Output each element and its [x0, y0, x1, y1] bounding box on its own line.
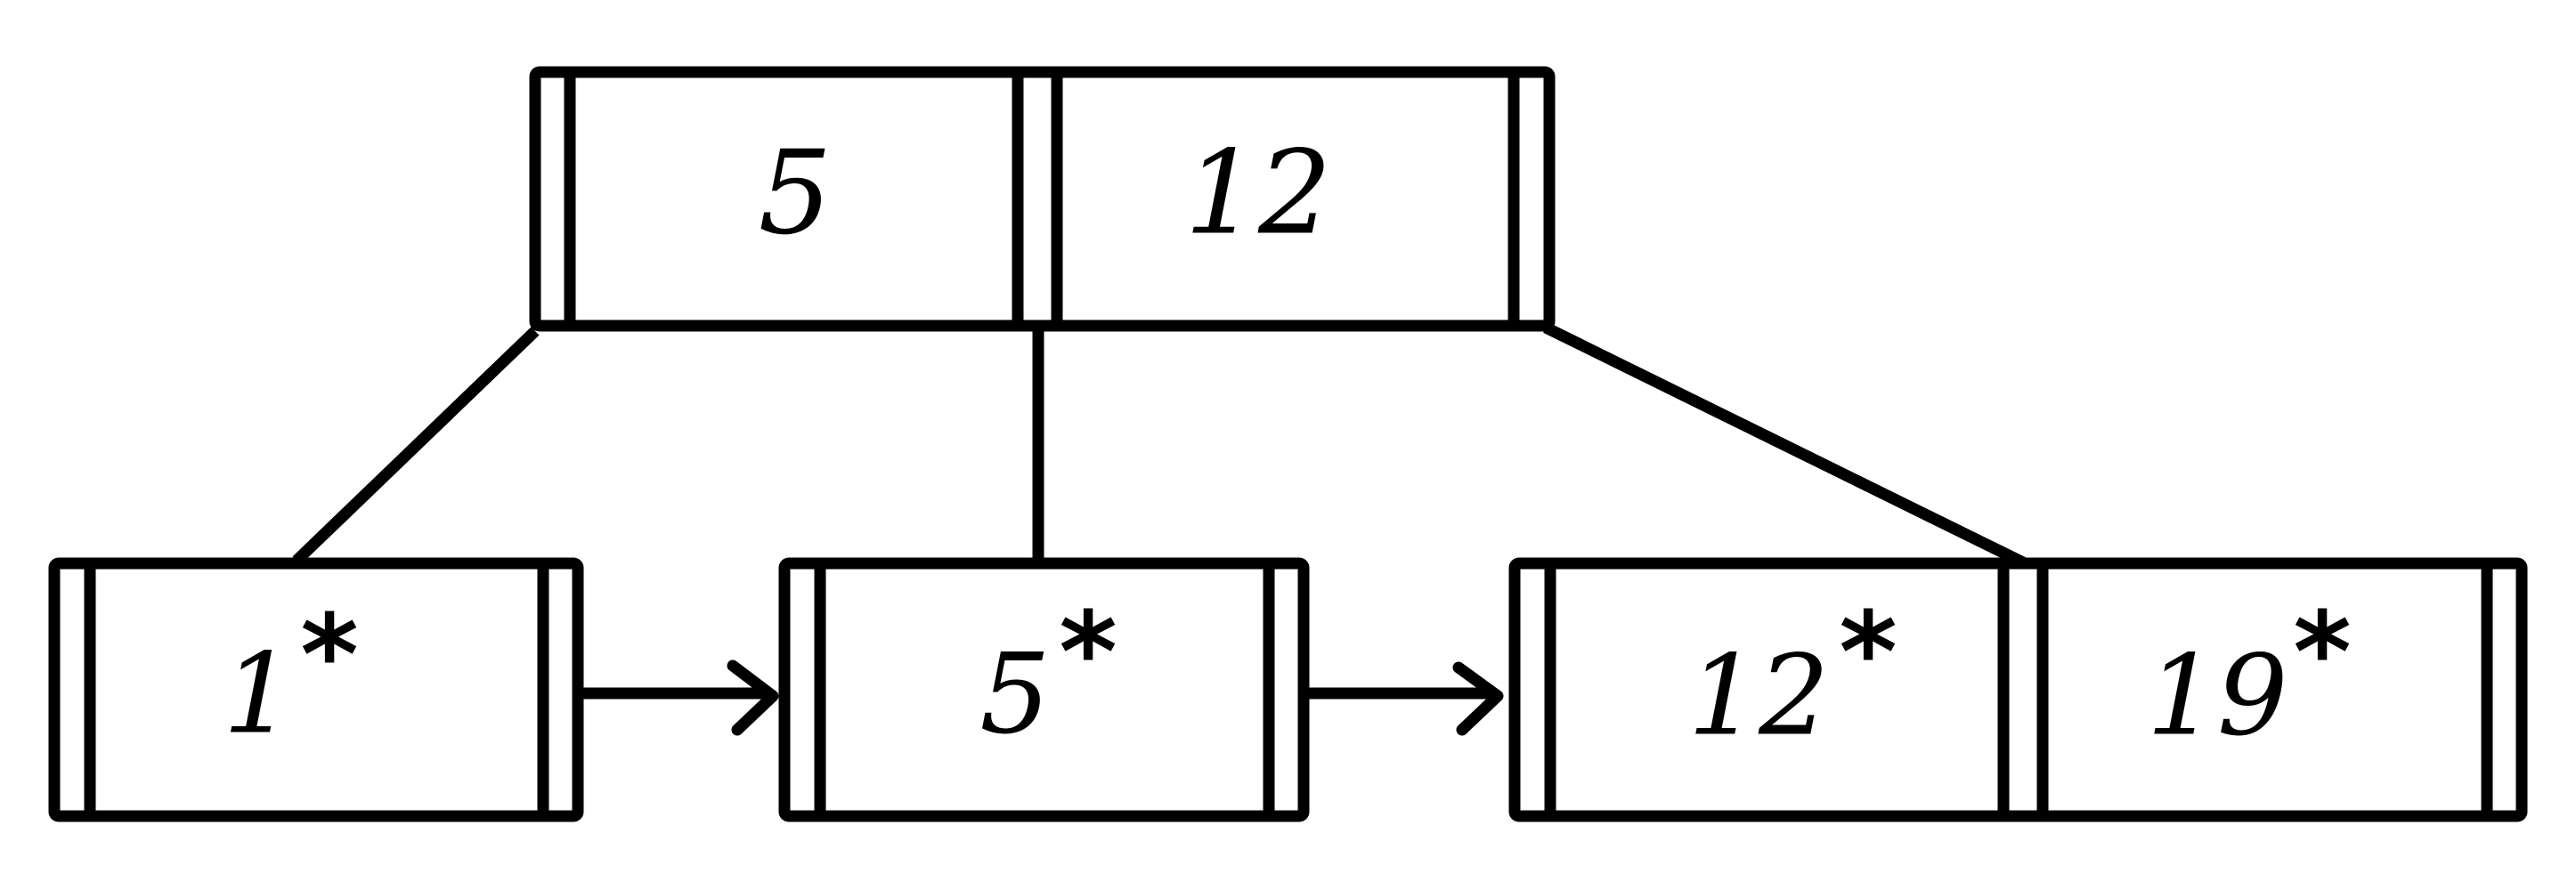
- leaf-node-2[interactable]: 5 *: [778, 557, 1310, 822]
- leaf-3-outer-frame: [1508, 557, 2528, 822]
- edge-root-to-leaf-1: [292, 327, 540, 565]
- arrow-head-icon: [1452, 661, 1504, 736]
- leaf-1-cell-0-marker: *: [300, 591, 358, 720]
- leaf-3-cell-0-key: 12: [1687, 632, 1829, 761]
- sibling-link-group: [577, 659, 1504, 736]
- leaf-1-cell-0-key: 1: [223, 630, 294, 759]
- edge-root-to-leaf-3: [1543, 322, 2026, 568]
- leaf-node-3[interactable]: 12 * 19 *: [1508, 557, 2528, 822]
- internal-node-root[interactable]: 5 12: [529, 66, 1556, 332]
- leaf-3-cell-1-marker: *: [2293, 588, 2351, 717]
- leaf-3-cell-1-key: 19: [2146, 632, 2288, 761]
- leaf-3-cell-0-marker: *: [1839, 588, 1897, 717]
- arrow-leaf-1-to-leaf-2: [577, 659, 779, 736]
- root-cell-1-key: 12: [1184, 125, 1331, 261]
- arrow-head-icon: [727, 659, 779, 736]
- root-cell-0-key: 5: [759, 125, 833, 261]
- leaf-1-outer-frame: [48, 557, 584, 822]
- leaf-2-cell-0-marker: *: [1059, 588, 1117, 717]
- leaf-node-1[interactable]: 1 *: [48, 557, 584, 822]
- leaf-2-cell-0-key: 5: [979, 630, 1051, 759]
- arrow-leaf-2-to-leaf-3: [1303, 661, 1504, 736]
- edge-group: [292, 322, 2026, 568]
- root-outer-frame: [529, 66, 1556, 332]
- leaf-2-outer-frame: [778, 557, 1310, 822]
